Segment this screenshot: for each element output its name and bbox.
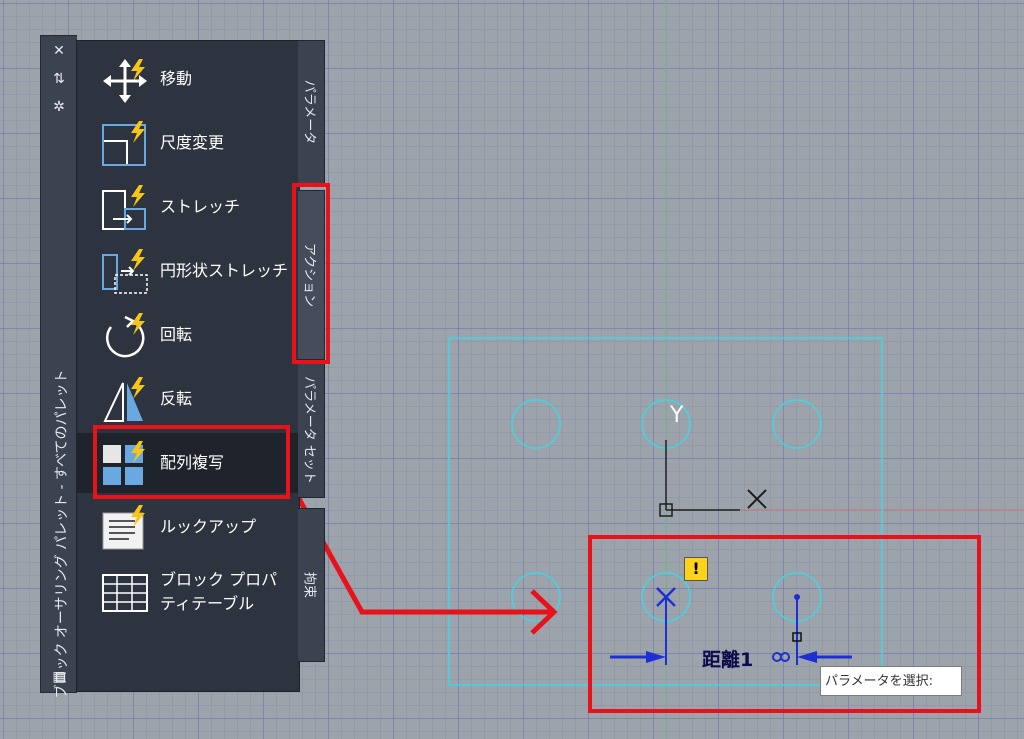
stretch-action-icon bbox=[102, 185, 146, 230]
tool-move[interactable]: 移動 bbox=[77, 49, 299, 109]
tool-label: 移動 bbox=[160, 69, 193, 88]
tool-scale[interactable]: 尺度変更 bbox=[77, 113, 299, 173]
property-table-icon bbox=[102, 574, 148, 612]
rotate-action-icon bbox=[106, 313, 145, 358]
tool-label: ルックアップ bbox=[160, 517, 257, 536]
command-tooltip: パラメータを選択: bbox=[820, 666, 962, 696]
close-icon[interactable]: ✕ bbox=[53, 43, 65, 59]
tool-label-line2: ティテーブル bbox=[160, 594, 255, 613]
polar-stretch-action-icon bbox=[102, 249, 148, 294]
tool-label-line1: ブロック プロパ bbox=[160, 570, 278, 589]
tool-label: 回転 bbox=[160, 325, 193, 344]
auto-hide-icon[interactable]: ⇅ bbox=[53, 71, 65, 87]
ucs-origin-box bbox=[659, 503, 673, 517]
array-tool-highlight-frame bbox=[93, 425, 290, 499]
tool-label: 配列複写 bbox=[160, 453, 225, 472]
action-palette: 移動 尺度変更 ストレッチ 円形状ストレッチ bbox=[76, 40, 300, 692]
circle-top-right[interactable] bbox=[772, 399, 822, 449]
tab-actions[interactable]: アクション bbox=[298, 190, 325, 360]
circle-bottom-left[interactable] bbox=[511, 572, 561, 622]
tab-constraints[interactable]: 拘束 bbox=[298, 508, 325, 662]
block-rectangle[interactable] bbox=[448, 337, 883, 686]
ucs-y-label: Y bbox=[670, 403, 684, 428]
annotation-arrowhead-right bbox=[530, 589, 558, 635]
tool-array[interactable]: 配列複写 bbox=[77, 433, 299, 493]
dimension-label[interactable]: 距離1 bbox=[702, 649, 754, 671]
tool-polar-stretch[interactable]: 円形状ストレッチ bbox=[77, 241, 299, 301]
tool-label: 円形状ストレッチ bbox=[160, 261, 289, 280]
dim-point-dot bbox=[794, 594, 800, 600]
circle-top-left[interactable] bbox=[511, 399, 561, 449]
palette-menu-icon[interactable]: ▦ bbox=[52, 669, 66, 685]
palette-title-strip[interactable]: ✕ ⇅ ✲ ブロック オーサリング パレット - すべてのパレット ▦ bbox=[40, 35, 77, 699]
tab-label: パラメータ セット bbox=[301, 376, 317, 484]
tab-parameter-sets[interactable]: パラメータ セット bbox=[298, 362, 325, 498]
canvas-highlight-frame bbox=[588, 535, 981, 713]
link-chain-icon bbox=[772, 652, 791, 662]
tab-parameters[interactable]: パラメータ bbox=[298, 40, 325, 184]
tool-label: ストレッチ bbox=[160, 197, 241, 216]
tool-label: 尺度変更 bbox=[160, 133, 225, 152]
palette-title: ブロック オーサリング パレット - すべてのパレット bbox=[54, 369, 70, 699]
tool-flip[interactable]: 反転 bbox=[77, 369, 299, 429]
dim-arrow-right bbox=[797, 651, 817, 663]
flip-action-icon bbox=[103, 377, 145, 422]
tab-label: パラメータ bbox=[301, 79, 317, 145]
array-action-icon bbox=[103, 441, 145, 485]
tool-label: 反転 bbox=[160, 389, 193, 408]
tool-stretch[interactable]: ストレッチ bbox=[77, 177, 299, 237]
scale-action-icon bbox=[102, 121, 146, 166]
ucs-x-mark bbox=[747, 489, 767, 509]
tab-label: 拘束 bbox=[301, 571, 317, 599]
lookup-action-icon bbox=[102, 505, 145, 550]
dim-arrow-left bbox=[646, 651, 666, 663]
tool-lookup[interactable]: ルックアップ bbox=[77, 497, 299, 557]
action-tab-highlight-frame bbox=[292, 183, 330, 364]
dim-grip-square[interactable] bbox=[792, 632, 802, 642]
move-action-icon bbox=[103, 59, 147, 103]
warning-badge-icon[interactable]: ! bbox=[684, 557, 708, 581]
tool-rotate[interactable]: 回転 bbox=[77, 305, 299, 365]
tool-block-property-table[interactable]: ブロック プロパ ティテーブル bbox=[77, 561, 299, 631]
properties-icon[interactable]: ✲ bbox=[53, 99, 65, 115]
